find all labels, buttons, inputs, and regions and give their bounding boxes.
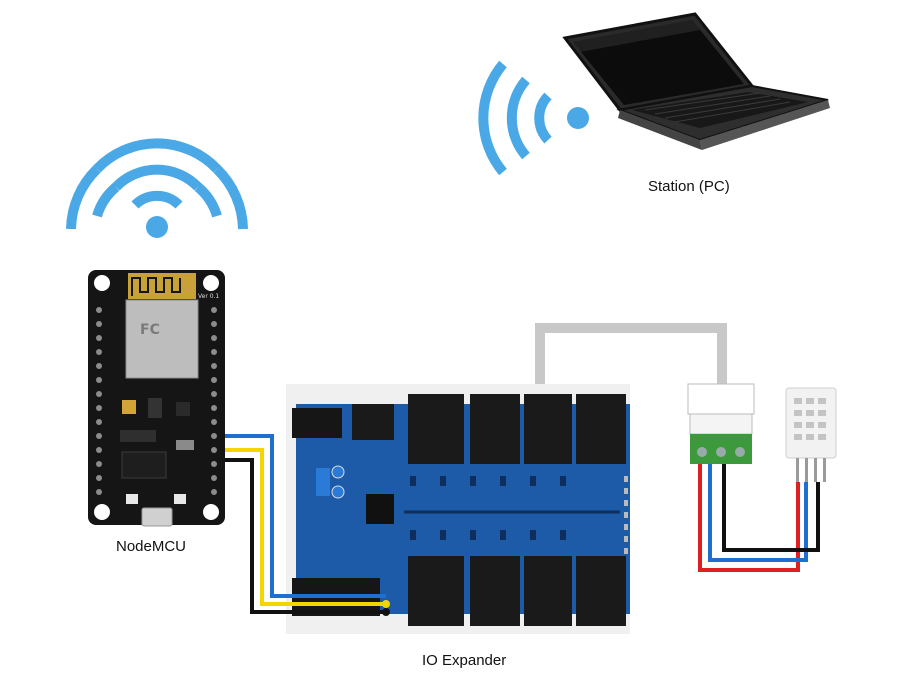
wifi-icon-nodemcu bbox=[66, 138, 248, 238]
wifi-icon-station bbox=[478, 60, 589, 176]
gray-cable bbox=[535, 323, 727, 394]
rj-adapter bbox=[687, 383, 755, 464]
dht-sensor-icon bbox=[785, 387, 837, 482]
io-expander-board bbox=[286, 384, 630, 634]
nodemcu-board: FC Ver 0.1 bbox=[88, 270, 225, 527]
laptop-icon bbox=[562, 12, 830, 150]
io-expander-label: IO Expander bbox=[422, 652, 507, 669]
module-logo: FC bbox=[140, 322, 160, 338]
wires-nodemcu-to-expander bbox=[225, 434, 386, 614]
version-mark: Ver 0.1 bbox=[198, 293, 219, 300]
station-label: Station (PC) bbox=[648, 178, 730, 195]
nodemcu-label: NodeMCU bbox=[116, 538, 187, 555]
wire-ends bbox=[382, 600, 390, 616]
wires-adapter-to-sensor bbox=[698, 464, 820, 572]
